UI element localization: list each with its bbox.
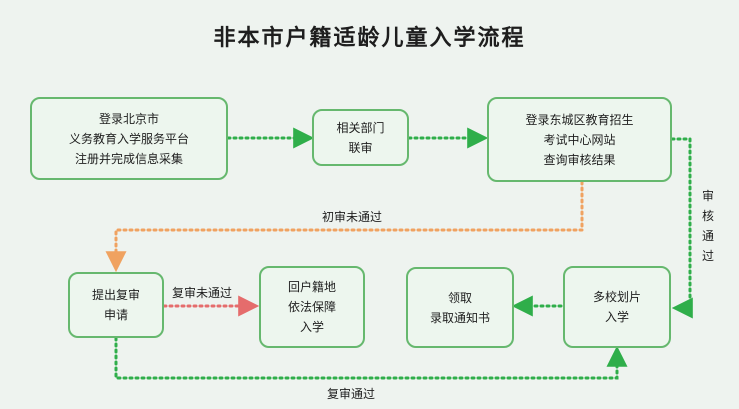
register-box: 登录北京市 义务教育入学服务平台 注册并完成信息采集: [30, 97, 228, 180]
reapply-line-2: 申请: [103, 308, 128, 322]
arrow-reapply-to-multi: [114, 336, 628, 380]
check-results-box: 登录东城区教育招生 考试中心网站 查询审核结果: [487, 97, 672, 182]
notice-line-2: 录取通知书: [429, 310, 490, 325]
multi-school-line-2: 入学: [604, 310, 629, 324]
joint-review-line-2: 联审: [348, 140, 373, 155]
check-results-line-1: 登录东城区教育招生: [525, 112, 634, 127]
review-pass-label: 审 核 通 过: [701, 186, 715, 266]
check-results-line-3: 查询审核结果: [543, 152, 616, 167]
hukou-line-3: 入学: [299, 320, 324, 334]
recheck-fail-label: 复审未通过: [172, 286, 233, 300]
multi-school-line-1: 多校划片: [592, 290, 641, 304]
notice-box: 领取 录取通知书: [406, 267, 514, 348]
check-results-line-2: 考试中心网站: [543, 132, 616, 147]
register-line-2: 义务教育入学服务平台: [68, 131, 189, 146]
arrow-results-to-multi: [670, 137, 693, 319]
hukou-line-1: 回户籍地: [287, 280, 336, 294]
initial-fail-label: 初审未通过: [322, 210, 383, 224]
arrow-results-to-reapply: [105, 180, 584, 273]
joint-review-box: 相关部门 联审: [312, 109, 409, 166]
register-line-3: 注册并完成信息采集: [74, 151, 183, 166]
hukou-line-2: 依法保障: [287, 300, 336, 314]
reapply-line-1: 提出复审: [91, 288, 140, 302]
review-pass-char-3: 通: [701, 229, 714, 243]
register-line-1: 登录北京市: [98, 111, 159, 126]
hukou-return-box: 回户籍地 依法保障 入学: [259, 266, 365, 348]
recheck-pass-label: 复审通过: [327, 387, 376, 401]
notice-line-1: 领取: [447, 290, 472, 305]
review-pass-char-4: 过: [701, 249, 714, 263]
joint-review-line-1: 相关部门: [336, 120, 385, 135]
page-title: 非本市户籍适龄儿童入学流程: [213, 26, 526, 51]
review-pass-char-2: 核: [701, 209, 714, 223]
reapply-box: 提出复审 申请: [68, 272, 164, 338]
review-pass-char-1: 审: [701, 189, 714, 203]
multi-school-box: 多校划片 入学: [563, 266, 671, 348]
